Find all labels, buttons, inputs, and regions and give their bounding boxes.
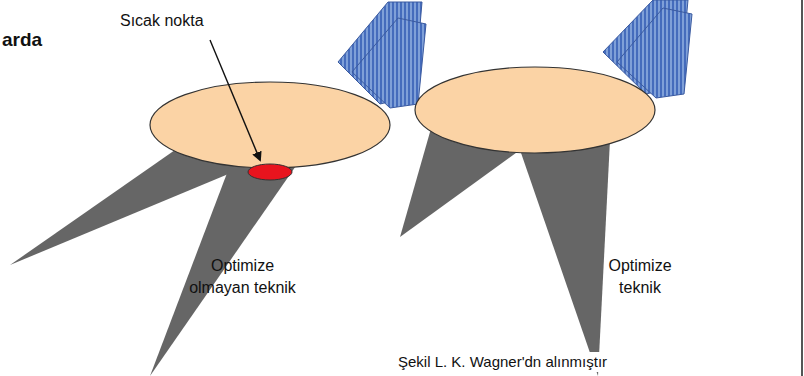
source-caption: Şekil L. K. Wagner'dn alınmıştır [396, 352, 609, 372]
x-ray-beam [520, 140, 610, 376]
technique-label: Optimize olmayan teknik [180, 255, 305, 298]
image-detector [352, 18, 426, 108]
callout-label: Sıcak nokta [120, 10, 204, 32]
patient-body [415, 67, 655, 153]
technique-label: Optimize teknik [595, 255, 685, 298]
patient-body [150, 82, 390, 168]
leader-arrow [210, 40, 260, 160]
heading-fragment: arda [2, 27, 42, 53]
slide-border [801, 0, 803, 376]
hot-spot [248, 164, 292, 180]
